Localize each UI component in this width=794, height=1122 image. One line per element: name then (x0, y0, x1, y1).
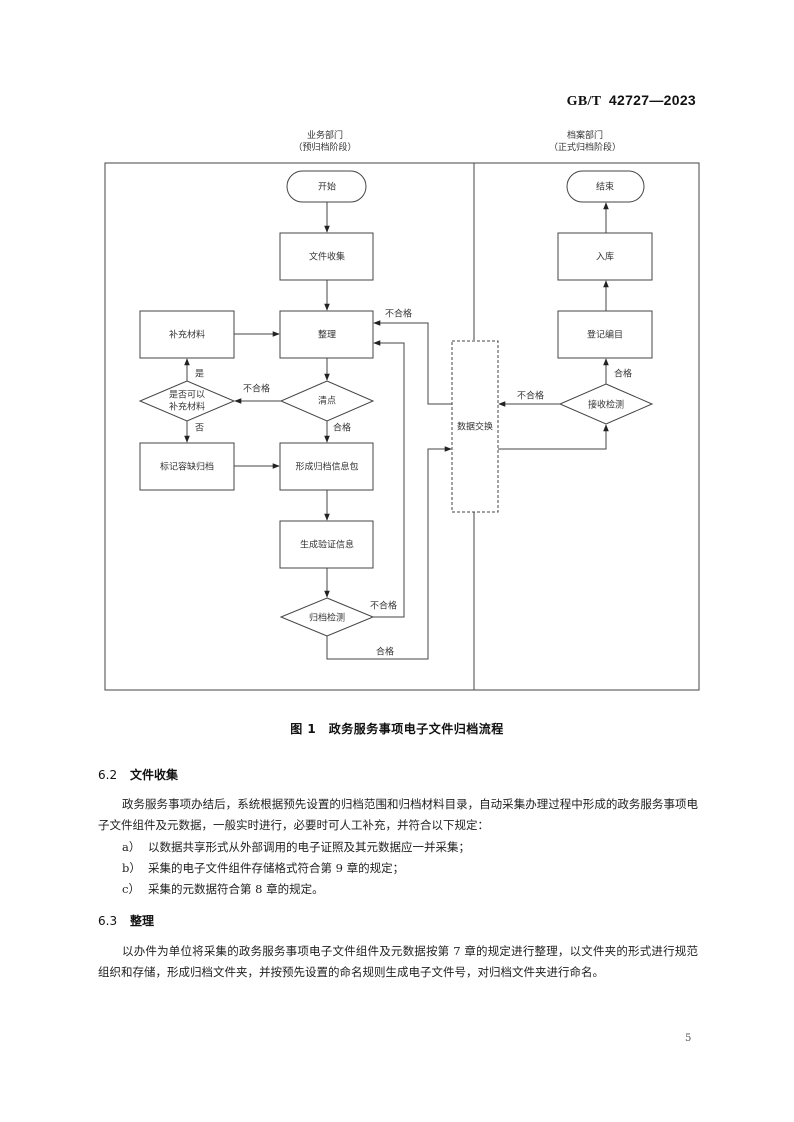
register-box (557, 310, 653, 359)
label-no: 否 (195, 423, 204, 434)
list-item-text: 采集的元数据符合第 8 章的规定。 (148, 882, 324, 896)
label-fail-detect: 不合格 (370, 600, 397, 612)
edge-exchange-receive (498, 424, 609, 450)
standard-prefix: GB/T (566, 94, 602, 109)
can-supplement-diamond (138, 380, 236, 422)
edge-exchange-organize (373, 320, 452, 405)
data-exchange-box (451, 340, 499, 513)
node-start: 开始 (318, 181, 336, 193)
list-item-text: 以数据共享形式从外部调用的电子证照及其元数据应一并采集； (148, 840, 470, 854)
label-pass-check: 合格 (333, 422, 351, 434)
node-end: 结束 (596, 181, 614, 193)
lane-archive-name: 档案部门 (566, 131, 603, 141)
collect-box (279, 232, 374, 281)
organize-box (279, 310, 374, 359)
list-item: b） 采集的电子文件组件存储格式符合第 9 章的规定； (122, 860, 404, 876)
standard-number: 42727—2023 (608, 92, 696, 108)
form-package-box (279, 442, 374, 491)
section-6-3-paragraph: 以办件为单位将采集的政务服务事项电子文件组件及元数据按第 7 章的规定进行整理，… (98, 944, 698, 979)
node-can-supplement-line1: 是否可以 (169, 390, 205, 401)
node-collect: 文件收集 (309, 251, 345, 263)
label-yes: 是 (195, 369, 204, 380)
section-heading-6-3: 6.3 整理 (98, 912, 154, 929)
edge-detect-fail (373, 340, 405, 618)
node-data-exchange: 数据交换 (457, 421, 493, 433)
mark-missing-box (139, 442, 235, 491)
list-item-label: c） (122, 882, 140, 896)
node-organize: 整理 (318, 329, 336, 341)
label-fail-receive: 不合格 (517, 390, 544, 402)
figure-caption: 图 1 政务服务事项电子文件归档流程 (290, 722, 504, 736)
node-mark-missing: 标记容缺归档 (160, 461, 214, 473)
section-title: 整理 (130, 914, 155, 928)
node-check: 清点 (318, 395, 336, 407)
edge-detect-pass (326, 446, 452, 660)
node-receive-detect: 接收检测 (588, 399, 624, 411)
end-terminal (566, 170, 645, 203)
lane-business-stage: （预归档阶段） (293, 143, 357, 153)
node-gen-verify: 生成验证信息 (300, 539, 354, 551)
section-heading-6-2: 6.2 文件收集 (98, 766, 178, 783)
section-number: 6.2 (98, 768, 118, 782)
label-fail-exchange: 不合格 (385, 308, 412, 320)
list-item-text: 采集的电子文件组件存储格式符合第 9 章的规定； (148, 861, 405, 875)
list-item-label: b） (122, 861, 141, 875)
list-item: a） 以数据共享形式从外部调用的电子证照及其元数据应一并采集； (122, 839, 470, 855)
swimlane-frame (104, 162, 700, 691)
label-pass-receive: 合格 (614, 368, 632, 380)
node-form-package: 形成归档信息包 (295, 461, 358, 473)
node-storage: 入库 (596, 251, 614, 263)
node-archive-detect: 归档检测 (309, 612, 345, 624)
gen-verify-box (279, 520, 374, 569)
node-register: 登记编目 (587, 329, 623, 341)
flowchart: 开始 文件收集 整理 补充材料 是否可以 补充材料 清点 标记容缺归档 形成归档… (104, 162, 700, 691)
node-can-supplement-line2: 补充材料 (169, 401, 205, 413)
receive-detect-diamond (558, 383, 654, 425)
section-number: 6.3 (98, 914, 118, 928)
page-number: 5 (685, 1033, 692, 1044)
label-pass-detect: 合格 (376, 646, 394, 658)
lane-title-business: 业务部门 （预归档阶段） (270, 130, 380, 154)
list-item: c） 采集的元数据符合第 8 章的规定。 (122, 881, 324, 897)
label-fail-check: 不合格 (243, 383, 270, 395)
lane-business-name: 业务部门 (306, 131, 343, 141)
node-supplement: 补充材料 (169, 329, 205, 341)
storage-box (557, 232, 653, 281)
list-item-label: a） (122, 840, 141, 854)
section-title: 文件收集 (130, 768, 179, 782)
lane-archive-stage: （正式归档阶段） (548, 143, 621, 153)
section-6-2-paragraph: 政务服务事项办结后，系统根据预先设置的归档范围和归档材料目录，自动采集办理过程中… (98, 797, 698, 832)
standard-code: GB/T 42727—2023 (567, 92, 696, 110)
lane-title-archive: 档案部门 （正式归档阶段） (530, 130, 640, 154)
